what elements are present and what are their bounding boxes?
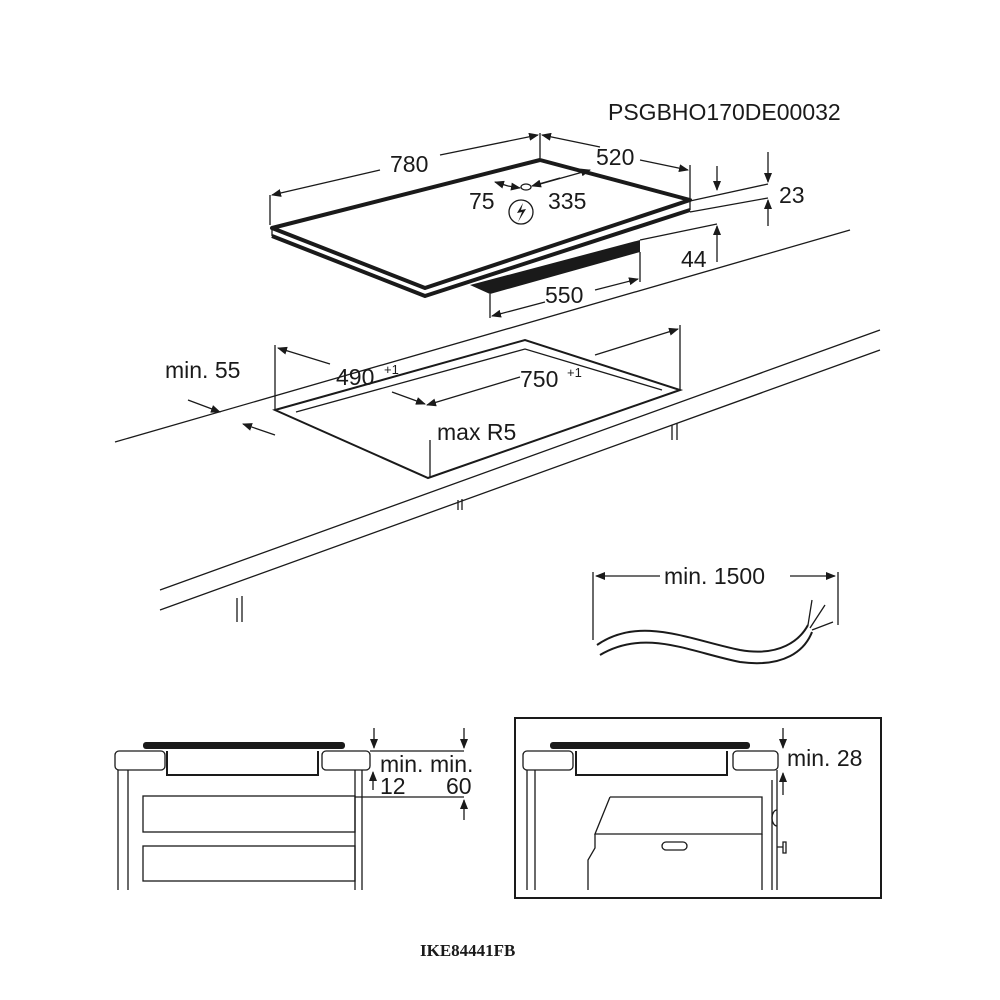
- connection-75-label: 75: [469, 188, 495, 214]
- connection-335-label: 335: [548, 188, 586, 214]
- cutout-inner-edge: [295, 348, 663, 413]
- thickness-23-label: 23: [779, 182, 805, 208]
- thickness-44-label: 44: [681, 246, 707, 272]
- drawer-section: min. 12 min. 60: [114, 728, 473, 890]
- hob-dimensions: 780 520 75 335 23 44 550: [269, 132, 805, 318]
- oven-section: min. 28: [514, 717, 882, 899]
- cutout-width-label: 750: [520, 366, 558, 392]
- connection-point: [520, 183, 532, 191]
- edge-distance-label: min. 55: [165, 357, 240, 383]
- cutout-depth-label: 490: [336, 364, 374, 390]
- hob-isometric: [270, 158, 692, 298]
- worktop: 490 +1 750 +1 max R5 min. 55: [114, 229, 881, 622]
- base-550-label: 550: [545, 282, 583, 308]
- cutout-outline: [272, 338, 684, 480]
- min-60-value: 60: [446, 773, 472, 799]
- hob-top-surface: [270, 158, 692, 290]
- document-code-top: PSGBHO170DE00032: [608, 99, 841, 125]
- oven-handle: [661, 841, 688, 851]
- min-28-label: min. 28: [787, 745, 862, 771]
- cable-diagram: min. 1500: [592, 563, 839, 665]
- min-60-prefix: min.: [430, 751, 473, 777]
- document-code-bottom: IKE84441FB: [420, 941, 515, 960]
- depth-520-label: 520: [596, 144, 634, 170]
- hob-bottom-edge: [271, 208, 691, 298]
- electric-hazard-icon: [508, 199, 534, 225]
- cable-length-label: min. 1500: [664, 563, 765, 589]
- cutout-width-tolerance: +1: [567, 365, 582, 380]
- cutout-depth-tolerance: +1: [384, 362, 399, 377]
- width-780-label: 780: [390, 151, 428, 177]
- min-12-value: 12: [380, 773, 406, 799]
- radius-label: max R5: [437, 419, 516, 445]
- min-12-prefix: min.: [380, 751, 423, 777]
- hob-base: [470, 240, 640, 294]
